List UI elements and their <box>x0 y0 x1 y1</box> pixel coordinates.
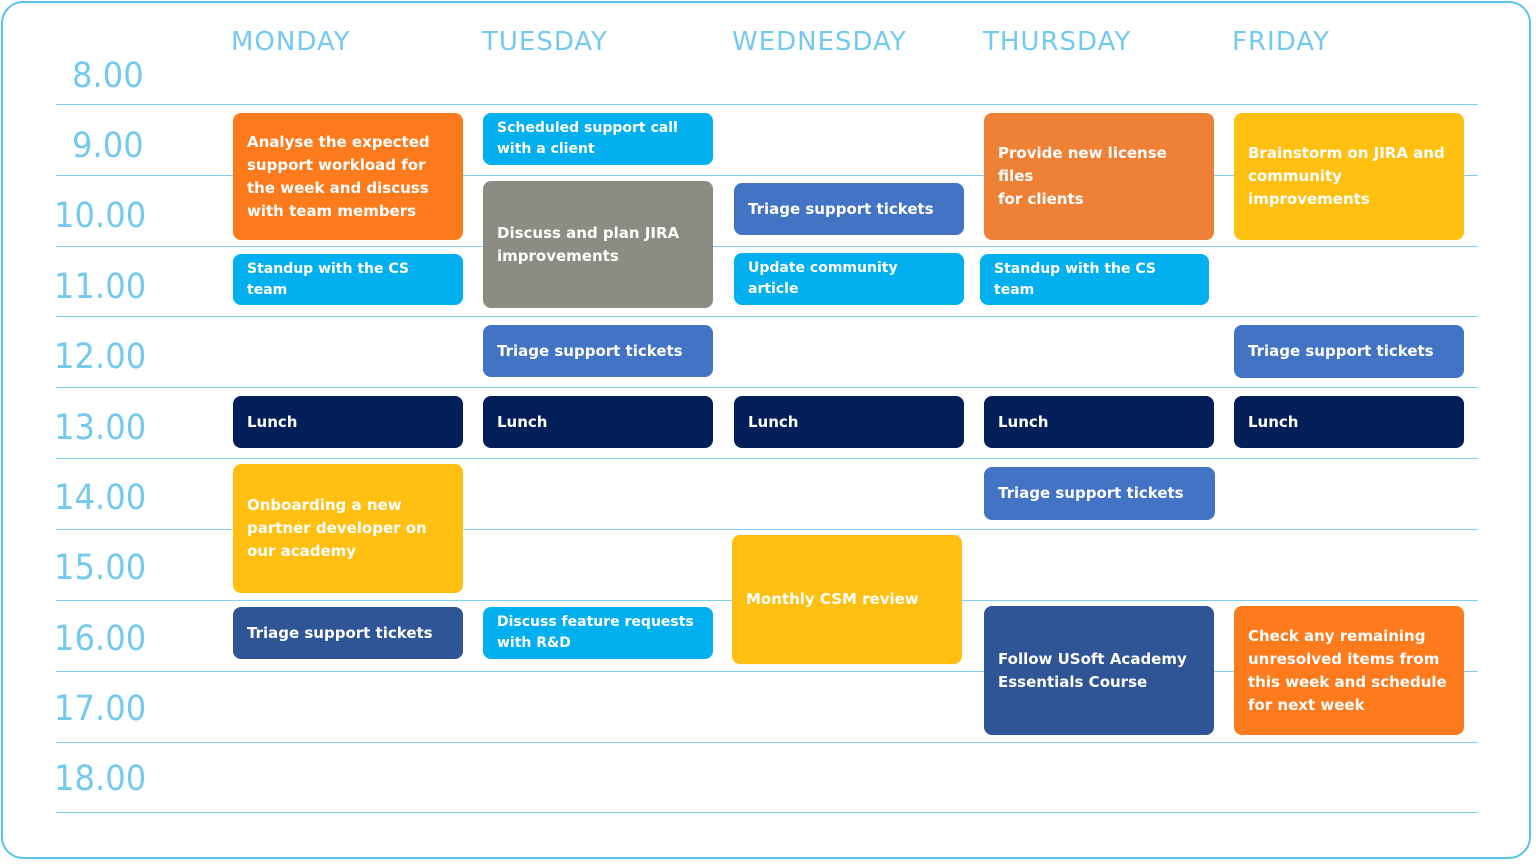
event-title: Lunch <box>1248 412 1299 431</box>
grid-line <box>56 812 1478 813</box>
event-wed-lunch[interactable]: Lunch <box>734 396 964 448</box>
event-title: Provide new license files for clients <box>998 144 1167 208</box>
time-label-17: 17.00 <box>54 689 147 729</box>
event-title: Triage support tickets <box>748 199 934 218</box>
event-tue-triage[interactable]: Triage support tickets <box>483 325 713 377</box>
event-mon-analyse-workload[interactable]: Analyse the expected support workload fo… <box>233 113 463 240</box>
event-title: Lunch <box>247 412 298 431</box>
event-thu-license-files[interactable]: Provide new license files for clients <box>984 113 1214 240</box>
time-label-16: 16.00 <box>54 619 147 659</box>
event-fri-lunch[interactable]: Lunch <box>1234 396 1464 448</box>
grid-line <box>56 742 1478 743</box>
event-tue-jira-planning[interactable]: Discuss and plan JIRA improvements <box>483 181 713 308</box>
event-title: Standup with the CS team <box>247 260 409 298</box>
time-label-9: 9.00 <box>72 126 144 166</box>
grid-line <box>56 529 1478 530</box>
event-title: Discuss and plan JIRA improvements <box>497 223 680 265</box>
event-title: Follow USoft Academy Essentials Course <box>998 649 1187 691</box>
day-header-tuesday: TUESDAY <box>482 27 609 57</box>
time-label-13: 13.00 <box>54 408 147 448</box>
event-title: Monthly CSM review <box>746 590 919 608</box>
event-thu-triage[interactable]: Triage support tickets <box>984 467 1215 520</box>
time-label-11: 11.00 <box>54 267 147 307</box>
time-label-15: 15.00 <box>54 548 147 588</box>
event-mon-standup[interactable]: Standup with the CS team <box>233 254 463 305</box>
grid-line <box>56 246 1478 247</box>
event-title: Lunch <box>748 412 799 431</box>
event-fri-remaining-items[interactable]: Check any remaining unresolved items fro… <box>1234 606 1464 735</box>
event-mon-onboarding[interactable]: Onboarding a new partner developer on ou… <box>233 464 463 593</box>
event-title: Discuss feature requests with R&D <box>497 614 694 651</box>
day-header-friday: FRIDAY <box>1232 27 1330 57</box>
event-title: Scheduled support call with a client <box>497 120 678 157</box>
event-fri-triage[interactable]: Triage support tickets <box>1234 325 1464 378</box>
time-label-14: 14.00 <box>54 478 147 518</box>
grid-line <box>56 458 1478 459</box>
day-header-thursday: THURSDAY <box>983 27 1132 57</box>
grid-line <box>56 671 1478 672</box>
event-title: Lunch <box>497 412 548 431</box>
event-title: Onboarding a new partner developer on ou… <box>247 496 427 560</box>
time-label-8: 8.00 <box>72 56 144 96</box>
event-wed-csm-review[interactable]: Monthly CSM review <box>732 535 962 664</box>
event-title: Check any remaining unresolved items fro… <box>1248 626 1447 714</box>
event-mon-triage[interactable]: Triage support tickets <box>233 607 463 659</box>
time-label-10: 10.00 <box>54 196 147 236</box>
grid-line <box>56 387 1478 388</box>
event-title: Standup with the CS team <box>994 260 1156 298</box>
event-title: Lunch <box>998 412 1049 431</box>
event-mon-lunch[interactable]: Lunch <box>233 396 463 448</box>
day-header-wednesday: WEDNESDAY <box>732 27 907 57</box>
event-fri-jira-brainstorm[interactable]: Brainstorm on JIRA and community improve… <box>1234 113 1464 240</box>
event-thu-lunch[interactable]: Lunch <box>984 396 1214 448</box>
event-title: Triage support tickets <box>247 623 433 642</box>
event-title: Triage support tickets <box>1248 342 1434 360</box>
event-tue-feature-requests[interactable]: Discuss feature requests with R&D <box>483 607 713 659</box>
event-thu-standup[interactable]: Standup with the CS team <box>980 254 1209 305</box>
event-title: Triage support tickets <box>998 484 1184 502</box>
grid-line <box>56 104 1478 105</box>
event-wed-triage[interactable]: Triage support tickets <box>734 183 964 235</box>
event-title: Brainstorm on JIRA and community improve… <box>1248 144 1445 208</box>
grid-line <box>56 316 1478 317</box>
time-label-12: 12.00 <box>54 337 147 377</box>
event-title: Triage support tickets <box>497 341 683 360</box>
event-tue-lunch[interactable]: Lunch <box>483 396 713 448</box>
event-wed-community-article[interactable]: Update community article <box>734 253 964 305</box>
event-title: Analyse the expected support workload fo… <box>247 132 430 220</box>
event-tue-support-call[interactable]: Scheduled support call with a client <box>483 113 713 165</box>
day-header-monday: MONDAY <box>231 27 351 57</box>
event-thu-academy-course[interactable]: Follow USoft Academy Essentials Course <box>984 606 1214 735</box>
grid-line <box>56 175 1478 176</box>
time-label-18: 18.00 <box>54 759 147 799</box>
event-title: Update community article <box>748 260 898 297</box>
